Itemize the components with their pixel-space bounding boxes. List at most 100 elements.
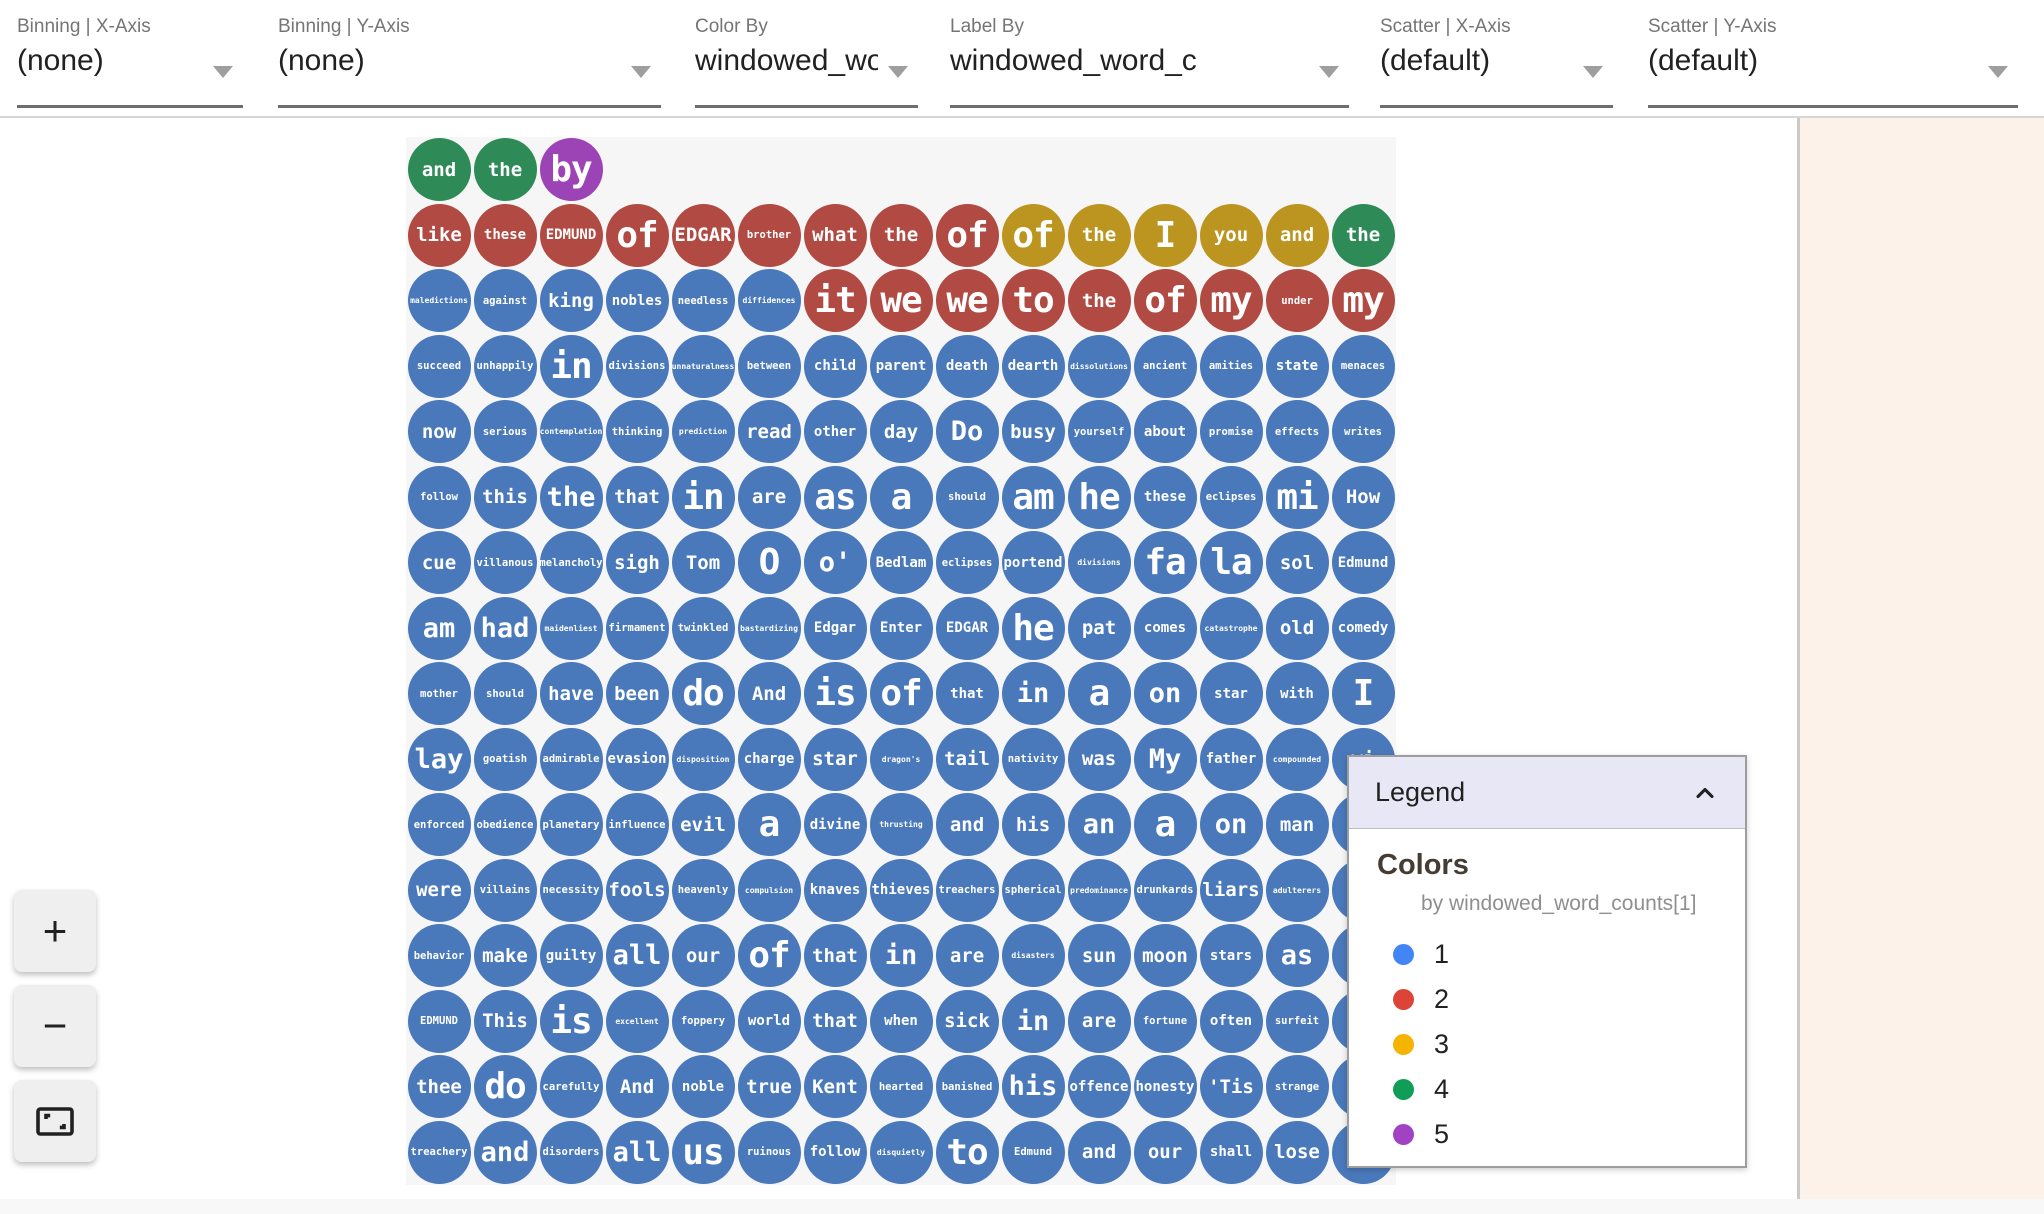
word-bubble[interactable]: of xyxy=(605,203,669,267)
word-bubble[interactable]: catastrophe xyxy=(1199,596,1263,660)
word-bubble[interactable]: evasion xyxy=(605,727,669,791)
dropdown-binning-y-axis[interactable]: Binning | Y-Axis (none) xyxy=(278,0,661,116)
word-bubble[interactable]: had xyxy=(473,596,537,660)
word-bubble[interactable]: treachers xyxy=(935,858,999,922)
word-bubble[interactable]: My xyxy=(1133,727,1197,791)
word-bubble[interactable]: he xyxy=(1067,465,1131,529)
word-bubble[interactable]: death xyxy=(935,334,999,398)
word-bubble[interactable]: ruinous xyxy=(737,1120,801,1184)
word-bubble[interactable]: maidenliest xyxy=(539,596,603,660)
word-bubble[interactable]: of xyxy=(935,203,999,267)
word-bubble[interactable]: liars xyxy=(1199,858,1263,922)
word-bubble[interactable]: compounded xyxy=(1265,727,1329,791)
word-bubble[interactable]: And xyxy=(605,1055,669,1119)
word-bubble[interactable]: man xyxy=(1265,793,1329,857)
word-bubble[interactable]: eclipses xyxy=(935,531,999,595)
word-bubble[interactable]: nobles xyxy=(605,269,669,333)
word-bubble[interactable]: dragon's xyxy=(869,727,933,791)
word-bubble[interactable]: make xyxy=(473,924,537,988)
word-bubble[interactable]: o' xyxy=(803,531,867,595)
word-bubble[interactable]: influence xyxy=(605,793,669,857)
dropdown-value[interactable]: (default) xyxy=(1648,44,1759,77)
word-bubble[interactable]: the xyxy=(869,203,933,267)
word-bubble[interactable]: needless xyxy=(671,269,735,333)
word-bubble[interactable]: read xyxy=(737,400,801,464)
word-bubble[interactable]: my xyxy=(1199,269,1263,333)
word-bubble[interactable]: am xyxy=(1001,465,1065,529)
word-bubble[interactable]: true xyxy=(737,1055,801,1119)
word-bubble[interactable]: necessity xyxy=(539,858,603,922)
word-bubble[interactable]: spherical xyxy=(1001,858,1065,922)
dropdown-label-by[interactable]: Label By windowed_word_c xyxy=(950,0,1349,116)
word-bubble[interactable]: writes xyxy=(1331,400,1395,464)
word-bubble[interactable]: obedience xyxy=(473,793,537,857)
chevron-down-icon[interactable] xyxy=(631,66,651,78)
word-bubble[interactable]: we xyxy=(935,269,999,333)
word-bubble[interactable]: banished xyxy=(935,1055,999,1119)
word-bubble[interactable]: hearted xyxy=(869,1055,933,1119)
word-bubble[interactable]: promise xyxy=(1199,400,1263,464)
word-bubble[interactable]: us xyxy=(671,1120,735,1184)
word-bubble[interactable]: that xyxy=(935,662,999,726)
word-bubble[interactable]: menaces xyxy=(1331,334,1395,398)
word-bubble[interactable]: unnaturalness xyxy=(671,334,735,398)
word-bubble[interactable]: and xyxy=(407,138,471,202)
word-bubble[interactable]: father xyxy=(1199,727,1263,791)
word-bubble[interactable]: the xyxy=(1331,203,1395,267)
word-bubble[interactable]: you xyxy=(1199,203,1263,267)
word-bubble[interactable]: evil xyxy=(671,793,735,857)
word-bubble[interactable]: as xyxy=(803,465,867,529)
word-bubble[interactable]: mother xyxy=(407,662,471,726)
word-bubble[interactable]: diffidences xyxy=(737,269,801,333)
dropdown-binning-x-axis[interactable]: Binning | X-Axis (none) xyxy=(17,0,243,116)
word-bubble[interactable]: in xyxy=(539,334,603,398)
word-bubble[interactable]: offence xyxy=(1067,1055,1131,1119)
word-bubble[interactable]: the xyxy=(1067,269,1131,333)
dropdown-value[interactable]: windowed_word_c xyxy=(695,44,878,77)
word-bubble[interactable]: an xyxy=(1067,793,1131,857)
word-bubble[interactable]: maledictions xyxy=(407,269,471,333)
word-bubble[interactable]: brother xyxy=(737,203,801,267)
chevron-down-icon[interactable] xyxy=(888,66,908,78)
word-bubble[interactable]: do xyxy=(671,662,735,726)
zoom-in-button[interactable]: + xyxy=(14,890,96,972)
word-bubble[interactable]: a xyxy=(737,793,801,857)
word-bubble[interactable]: that xyxy=(605,465,669,529)
word-bubble[interactable]: fortune xyxy=(1133,989,1197,1053)
word-bubble[interactable]: the xyxy=(539,465,603,529)
word-bubble[interactable]: sick xyxy=(935,989,999,1053)
word-bubble[interactable]: he xyxy=(1001,596,1065,660)
word-bubble[interactable]: strange xyxy=(1265,1055,1329,1119)
word-bubble[interactable]: should xyxy=(935,465,999,529)
word-bubble[interactable]: Edmund xyxy=(1001,1120,1065,1184)
word-bubble[interactable]: dearth xyxy=(1001,334,1065,398)
chevron-down-icon[interactable] xyxy=(1319,66,1339,78)
word-bubble[interactable]: prediction xyxy=(671,400,735,464)
word-bubble[interactable]: EDMUND xyxy=(407,989,471,1053)
word-bubble[interactable]: melancholy xyxy=(539,531,603,595)
word-bubble[interactable]: stars xyxy=(1199,924,1263,988)
word-bubble[interactable]: sun xyxy=(1067,924,1131,988)
word-bubble[interactable]: adulterers xyxy=(1265,858,1329,922)
word-bubble[interactable]: world xyxy=(737,989,801,1053)
word-bubble[interactable]: bastardizing xyxy=(737,596,801,660)
word-bubble[interactable]: the xyxy=(1067,203,1131,267)
word-bubble[interactable]: I xyxy=(1331,662,1395,726)
word-bubble[interactable]: child xyxy=(803,334,867,398)
word-bubble[interactable]: treachery xyxy=(407,1120,471,1184)
word-bubble[interactable]: against xyxy=(473,269,537,333)
word-bubble[interactable]: sol xyxy=(1265,531,1329,595)
word-bubble[interactable]: when xyxy=(869,989,933,1053)
word-bubble[interactable]: a xyxy=(1067,662,1131,726)
word-bubble[interactable]: in xyxy=(1001,662,1065,726)
word-bubble[interactable]: And xyxy=(737,662,801,726)
word-bubble[interactable]: star xyxy=(803,727,867,791)
word-bubble[interactable]: of xyxy=(869,662,933,726)
word-bubble[interactable]: a xyxy=(1133,793,1197,857)
word-bubble[interactable]: to xyxy=(935,1120,999,1184)
word-bubble[interactable]: a xyxy=(869,465,933,529)
word-bubble[interactable]: twinkled xyxy=(671,596,735,660)
word-bubble[interactable]: serious xyxy=(473,400,537,464)
word-bubble[interactable]: Edmund xyxy=(1331,531,1395,595)
word-bubble[interactable]: villanous xyxy=(473,531,537,595)
